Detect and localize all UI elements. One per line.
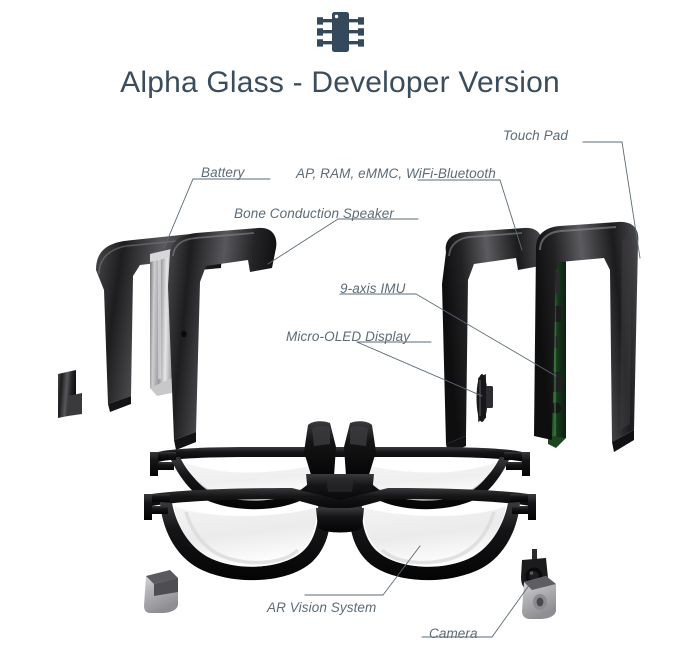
chip-icon (0, 8, 680, 60)
callout-imu: 9-axis IMU (340, 281, 406, 296)
page-title: Alpha Glass - Developer Version (120, 66, 560, 99)
callout-touch-pad: Touch Pad (503, 128, 568, 143)
callout-ap-ram-emmc: AP, RAM, eMMC, WiFi-Bluetooth (296, 166, 496, 181)
left-temple-outer-shell (96, 232, 223, 412)
right-temple-outer-shell (448, 230, 512, 306)
right-touch-pad-cover (534, 221, 639, 452)
callout-battery: Battery (201, 165, 245, 180)
hinge-block-left (144, 570, 178, 613)
callout-bone-speaker: Bone Conduction Speaker (234, 206, 394, 221)
micro-oled-module (476, 374, 493, 422)
callout-camera: Camera (429, 626, 478, 641)
lower-frame-lenses (144, 488, 536, 581)
hinge-block-right (522, 576, 556, 619)
callout-ar-vision: AR Vision System (267, 600, 377, 615)
nose-bridge (304, 421, 376, 506)
left-temple-inner-arm (168, 227, 277, 450)
page-header: Alpha Glass - Developer Version (0, 0, 680, 100)
left-loose-clip (58, 370, 82, 418)
callout-micro-oled: Micro-OLED Display (286, 329, 411, 344)
